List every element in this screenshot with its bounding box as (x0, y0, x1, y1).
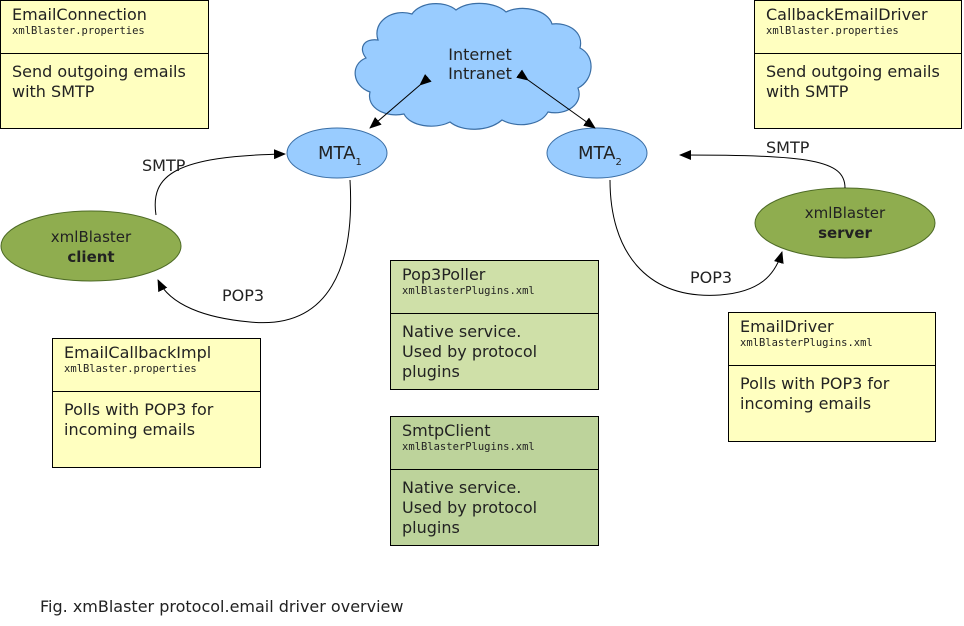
box-smtp-client: SmtpClient xmlBlasterPlugins.xml Native … (390, 416, 599, 546)
box-email-driver-subtitle: xmlBlasterPlugins.xml (740, 337, 873, 349)
mta1-main: MTA (318, 143, 356, 164)
cloud-line1: Internet (448, 45, 512, 64)
mta2-main: MTA (578, 143, 616, 164)
box-email-connection-header: EmailConnection xmlBlaster.properties (1, 1, 208, 54)
box-smtp-client-body: Native service. Used by protocol plugins (391, 470, 598, 538)
edge-cloud-mta1 (369, 74, 432, 129)
box-callback-email-driver-subtitle: xmlBlaster.properties (766, 25, 899, 37)
box-email-callback-impl-body: Polls with POP3 for incoming emails (53, 392, 260, 440)
edge-pop3-right (609, 179, 784, 296)
box-pop3-poller-line: Used by protocol (402, 342, 538, 361)
edge-label-pop3-left: POP3 (222, 286, 265, 305)
client-line1: xmlBlaster (50, 228, 132, 246)
client-line2: client (67, 248, 115, 266)
box-email-connection: EmailConnection xmlBlaster.properties Se… (0, 0, 209, 129)
figure-caption: Fig. xmBlaster protocol.email driver ove… (40, 597, 404, 616)
edge-label-pop3-right: POP3 (690, 268, 733, 287)
box-email-callback-impl-subtitle: xmlBlaster.properties (64, 363, 197, 375)
edge-pop3-left (157, 179, 352, 324)
box-email-callback-impl-header: EmailCallbackImpl xmlBlaster.properties (53, 339, 260, 392)
box-email-connection-title: EmailConnection (12, 5, 147, 24)
box-pop3-poller-subtitle: xmlBlasterPlugins.xml (402, 285, 535, 297)
box-pop3-poller: Pop3Poller xmlBlasterPlugins.xml Native … (390, 260, 599, 390)
box-email-driver-line: Polls with POP3 for (740, 374, 890, 393)
edge-label-smtp-left: SMTP (142, 156, 186, 175)
box-callback-email-driver-header: CallbackEmailDriver xmlBlaster.propertie… (755, 1, 961, 54)
box-email-driver-body: Polls with POP3 for incoming emails (729, 366, 935, 414)
box-email-driver-line: incoming emails (740, 394, 872, 413)
box-email-connection-body: Send outgoing emails with SMTP (1, 54, 208, 102)
box-email-driver-title: EmailDriver (740, 317, 834, 336)
cloud-line2: Intranet (448, 64, 512, 83)
box-callback-email-driver-body: Send outgoing emails with SMTP (755, 54, 961, 102)
box-pop3-poller-title: Pop3Poller (402, 265, 486, 284)
cloud-label: Internet Intranet (428, 45, 532, 83)
edge-smtp-right (679, 150, 846, 189)
client-node (0, 210, 182, 282)
edge-smtp-left (154, 149, 286, 216)
box-callback-email-driver: CallbackEmailDriver xmlBlaster.propertie… (754, 0, 962, 129)
mta1-node (286, 127, 388, 179)
box-email-callback-impl-line: incoming emails (64, 420, 196, 439)
box-callback-email-driver-title: CallbackEmailDriver (766, 5, 928, 24)
box-smtp-client-header: SmtpClient xmlBlasterPlugins.xml (391, 417, 598, 470)
box-smtp-client-line: plugins (402, 518, 460, 537)
box-smtp-client-line: Native service. (402, 478, 522, 497)
client-node-label: xmlBlaster client (21, 227, 161, 267)
box-email-driver: EmailDriver xmlBlasterPlugins.xml Polls … (728, 312, 936, 442)
box-email-connection-line: with SMTP (12, 82, 95, 101)
box-pop3-poller-body: Native service. Used by protocol plugins (391, 314, 598, 382)
edge-cloud-mta2 (516, 69, 596, 129)
box-pop3-poller-line: plugins (402, 362, 460, 381)
mta1-label: MTA1 (318, 143, 362, 168)
box-email-driver-header: EmailDriver xmlBlasterPlugins.xml (729, 313, 935, 366)
server-line2: server (818, 224, 872, 242)
mta2-node (546, 127, 648, 179)
box-callback-email-driver-line: with SMTP (766, 82, 849, 101)
box-smtp-client-title: SmtpClient (402, 421, 491, 440)
box-email-connection-subtitle: xmlBlaster.properties (12, 25, 145, 37)
mta2-label: MTA2 (578, 143, 622, 168)
box-callback-email-driver-line: Send outgoing emails (766, 62, 940, 81)
box-smtp-client-subtitle: xmlBlasterPlugins.xml (402, 441, 535, 453)
box-pop3-poller-header: Pop3Poller xmlBlasterPlugins.xml (391, 261, 598, 314)
edge-label-smtp-right: SMTP (766, 138, 810, 157)
box-email-callback-impl-title: EmailCallbackImpl (64, 343, 212, 362)
box-pop3-poller-line: Native service. (402, 322, 522, 341)
server-node-label: xmlBlaster server (775, 203, 915, 243)
box-email-callback-impl-line: Polls with POP3 for (64, 400, 214, 419)
box-email-callback-impl: EmailCallbackImpl xmlBlaster.properties … (52, 338, 261, 468)
box-smtp-client-line: Used by protocol (402, 498, 538, 517)
mta1-sub: 1 (355, 157, 362, 168)
server-line1: xmlBlaster (804, 204, 886, 222)
mta2-sub: 2 (615, 157, 622, 168)
box-email-connection-line: Send outgoing emails (12, 62, 186, 81)
